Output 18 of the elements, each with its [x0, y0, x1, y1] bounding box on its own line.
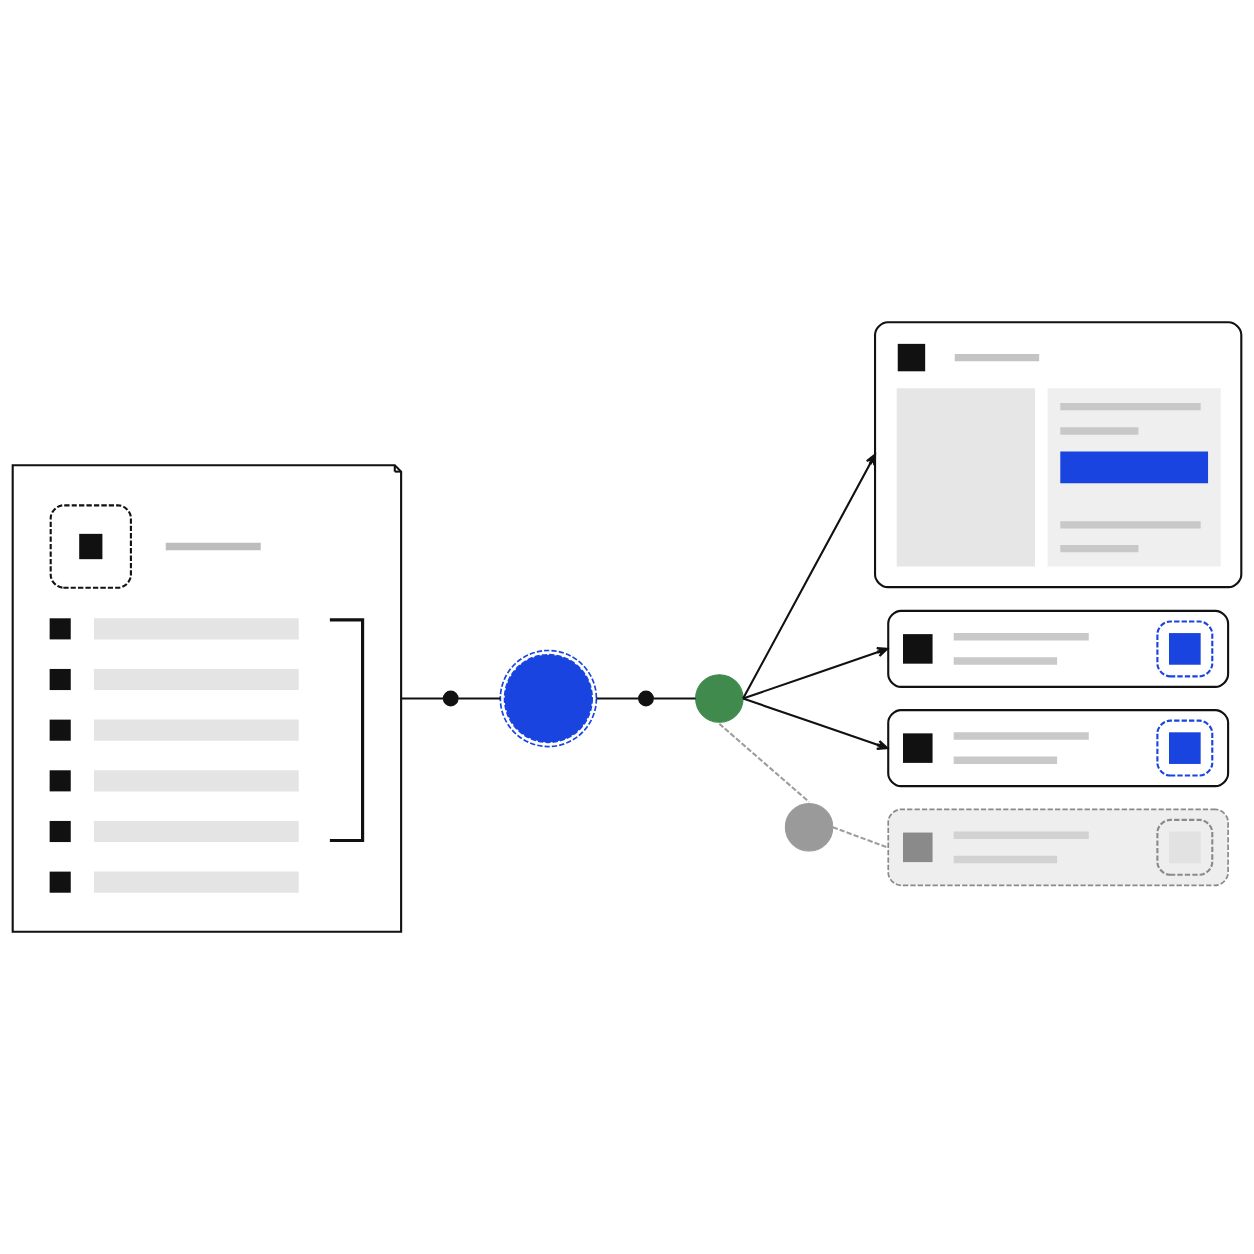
node-circle [638, 690, 654, 707]
connector [653, 697, 696, 700]
connector [832, 826, 888, 849]
connector [458, 697, 501, 700]
arrow [742, 646, 889, 700]
node-box [887, 808, 1229, 887]
node-box [887, 709, 1230, 788]
connector [718, 723, 810, 803]
connector [596, 697, 639, 700]
node-circle [784, 803, 834, 852]
node-box [887, 609, 1230, 688]
node-circle [499, 649, 598, 748]
connector [401, 697, 444, 700]
node-circle [695, 674, 744, 723]
node-box [874, 321, 1243, 589]
arrow [742, 453, 877, 699]
node-circle [442, 690, 459, 707]
arrow [742, 697, 889, 751]
